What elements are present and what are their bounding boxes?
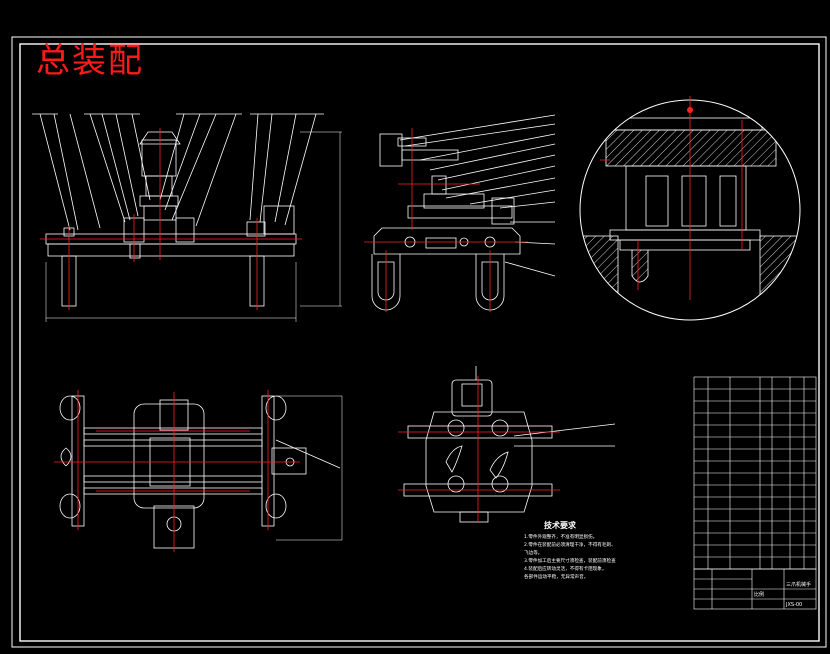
sheet-inner-border <box>19 43 820 642</box>
side-elevation-view <box>371 114 556 311</box>
notes-line-5: 4.装配后应转动灵活，不得有卡阻现象， <box>524 565 606 572</box>
notes-line-6: 各部件运动平稳，无异常声音。 <box>524 573 588 580</box>
parts-list-rows <box>694 388 816 558</box>
plan-center-lines <box>54 390 300 552</box>
title-block-name: 三爪机械手 <box>786 581 811 588</box>
circular-detail-view <box>579 96 801 321</box>
notes-heading: 技术要求 <box>544 520 577 530</box>
front-center-lines <box>40 128 302 310</box>
front-elevation-view <box>32 113 342 322</box>
title-block-drawing-no: JXS-00 <box>785 602 802 608</box>
partial-plan-view <box>403 366 616 523</box>
title-block <box>693 568 817 610</box>
partial-center-lines <box>398 376 560 522</box>
title-block-scale: 比例 <box>754 591 764 598</box>
parts-list-table <box>693 376 817 570</box>
front-leader-lines <box>32 113 324 231</box>
plan-view <box>59 395 343 549</box>
notes-line-2: 2.零件在装配前必须清理干净，不得有毛刺、 <box>524 541 616 548</box>
drawing-title: 总装配 <box>36 41 144 81</box>
notes-line-4: 3.零件加工后主要尺寸须检查，装配前须检查 <box>524 557 616 564</box>
notes-line-3: 飞边等。 <box>524 549 542 556</box>
notes-line-1: 1.零件外观整齐，不准有明显损伤。 <box>524 533 597 540</box>
sheet-outer-border <box>11 36 827 648</box>
side-center-lines <box>364 128 528 312</box>
